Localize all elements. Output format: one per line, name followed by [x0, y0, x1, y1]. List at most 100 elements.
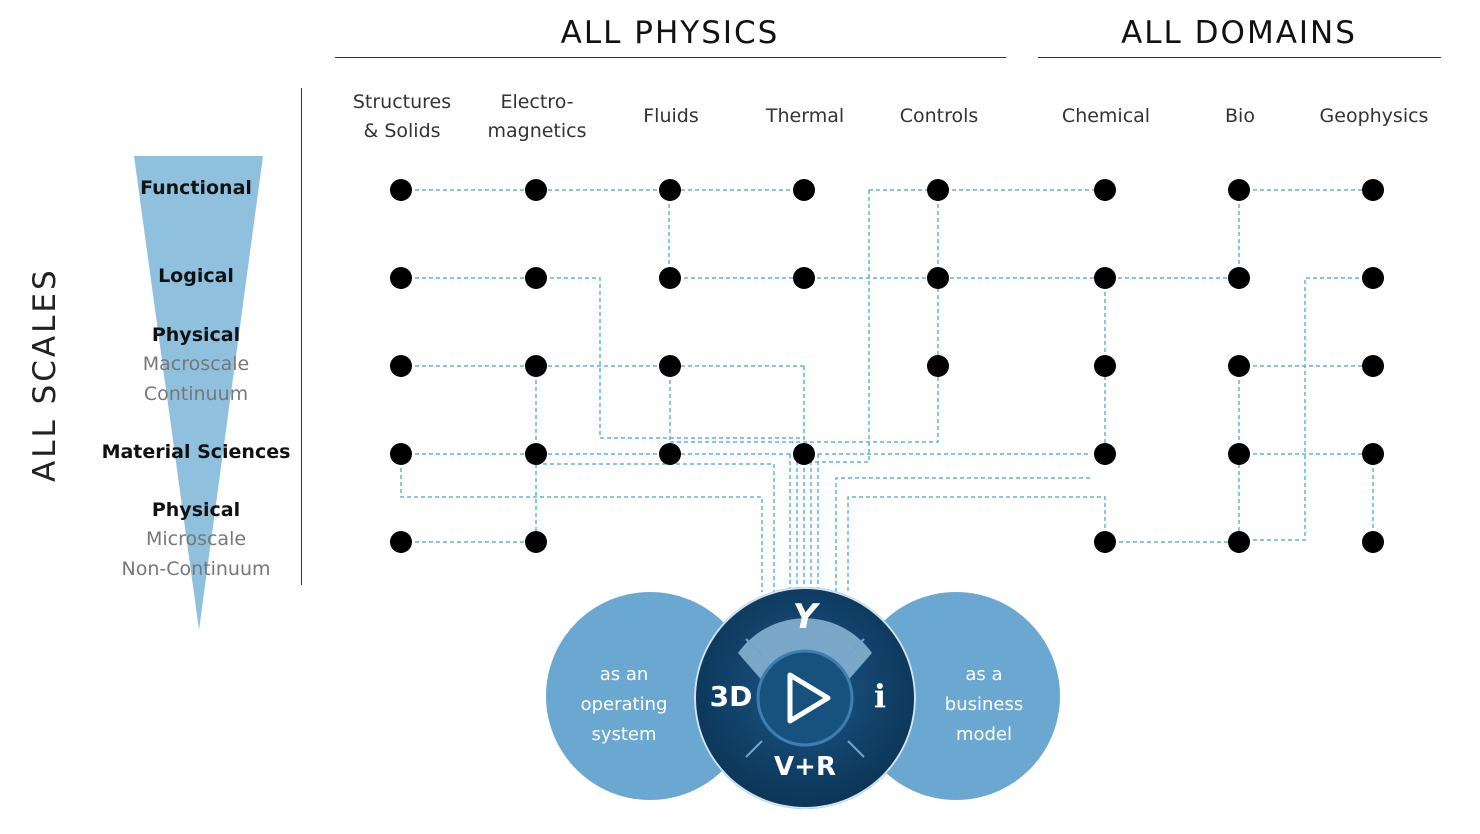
connection-lines [400, 189, 1374, 592]
all-physics-underline [335, 57, 1006, 58]
column-label-line1: Chemical [1061, 105, 1151, 127]
compass-graphic [738, 618, 872, 758]
column-label-line1: Thermal [765, 105, 845, 127]
column-label-line1: Structures [352, 91, 452, 113]
grid-node [525, 179, 547, 201]
grid-node [1228, 531, 1250, 553]
left-circle-line: system [591, 724, 657, 745]
grid-node [793, 179, 815, 201]
all-physics-header: ALL PHYSICS [560, 15, 780, 51]
all-domains-underline [1038, 57, 1441, 58]
all-domains-header: ALL DOMAINS [1121, 15, 1357, 51]
grid-node [1362, 531, 1384, 553]
scale-divider [301, 88, 302, 585]
scale-material-sciences: Material Sciences [101, 441, 291, 463]
compass-logo: Y 3D i V+R [694, 587, 916, 809]
grid-node [390, 179, 412, 201]
grid-node [1362, 179, 1384, 201]
play-icon [787, 672, 831, 724]
column-chemical: Chemical [1036, 102, 1176, 131]
column-bio: Bio [1170, 102, 1310, 131]
scale-macroscale: Macroscale [142, 353, 250, 375]
grid-node [1228, 179, 1250, 201]
column-label-line2: & Solids [363, 120, 441, 142]
left-circle-text: as an operating system [559, 660, 689, 750]
connection-line [670, 366, 939, 443]
left-circle-line: operating [580, 694, 668, 715]
grid-node [525, 531, 547, 553]
column-label-line2: magnetics [487, 120, 587, 142]
right-circle-line: as a [965, 664, 1003, 685]
grid-node [793, 267, 815, 289]
scale-microscale: Microscale [145, 528, 247, 550]
column-label-line1: Fluids [643, 105, 699, 127]
grid-node [390, 355, 412, 377]
grid-node [1228, 443, 1250, 465]
column-structures: Structures & Solids [332, 88, 472, 146]
grid-node [793, 443, 815, 465]
column-label-line1: Electro- [500, 91, 574, 113]
scale-non-continuum: Non-Continuum [121, 558, 271, 580]
compass-tick [745, 740, 763, 758]
right-circle-line: model [955, 724, 1013, 745]
grid-node [390, 531, 412, 553]
scale-continuum: Continuum [143, 383, 249, 405]
grid-node [927, 355, 949, 377]
grid-node [1228, 267, 1250, 289]
grid-node [525, 267, 547, 289]
right-circle-text: as a business model [919, 660, 1049, 750]
scale-logical: Logical [158, 265, 234, 287]
column-label-line1: Bio [1225, 105, 1255, 127]
node-group [390, 179, 1384, 553]
grid-node [927, 267, 949, 289]
grid-node [390, 443, 412, 465]
connection-line [835, 477, 1090, 592]
compass-tick [745, 638, 763, 656]
grid-node [1228, 355, 1250, 377]
grid-node [659, 443, 681, 465]
grid-node [1362, 267, 1384, 289]
grid-node [1362, 443, 1384, 465]
column-thermal: Thermal [735, 102, 875, 131]
grid-node [1094, 355, 1116, 377]
logo-vr-text: V+R [774, 752, 836, 782]
connection-line [847, 496, 1106, 592]
column-label-line1: Geophysics [1319, 105, 1429, 127]
grid-node [927, 179, 949, 201]
connection-line [536, 463, 775, 592]
column-label-line1: Controls [899, 105, 979, 127]
scale-triangle [134, 156, 263, 630]
right-circle-line: business [944, 694, 1024, 715]
grid-node [1094, 179, 1116, 201]
logo-top-glyph: Y [792, 597, 818, 637]
scale-physical-macro: Physical [151, 324, 241, 346]
connection-line [536, 277, 804, 439]
grid-node [390, 267, 412, 289]
logo-3d-text: 3D [709, 680, 753, 713]
scale-functional: Functional [140, 177, 252, 199]
scale-physical-micro: Physical [151, 499, 241, 521]
connection-line [1239, 277, 1373, 541]
grid-node [1362, 355, 1384, 377]
logo-i-text: i [873, 677, 887, 715]
grid-node [1094, 267, 1116, 289]
grid-node [1094, 531, 1116, 553]
compass-tick [847, 740, 865, 758]
left-circle-line: as an [599, 664, 649, 685]
compass-inner-ring [756, 649, 854, 747]
grid-node [1094, 443, 1116, 465]
column-fluids: Fluids [601, 102, 741, 131]
grid-node [659, 179, 681, 201]
column-electromagnetics: Electro- magnetics [467, 88, 607, 146]
grid-node [659, 267, 681, 289]
connection-line [400, 454, 763, 592]
compass-tick [847, 638, 865, 656]
column-controls: Controls [869, 102, 1009, 131]
grid-node [525, 355, 547, 377]
connection-line [804, 190, 870, 463]
grid-node [659, 355, 681, 377]
grid-node [525, 443, 547, 465]
column-geophysics: Geophysics [1304, 102, 1444, 131]
